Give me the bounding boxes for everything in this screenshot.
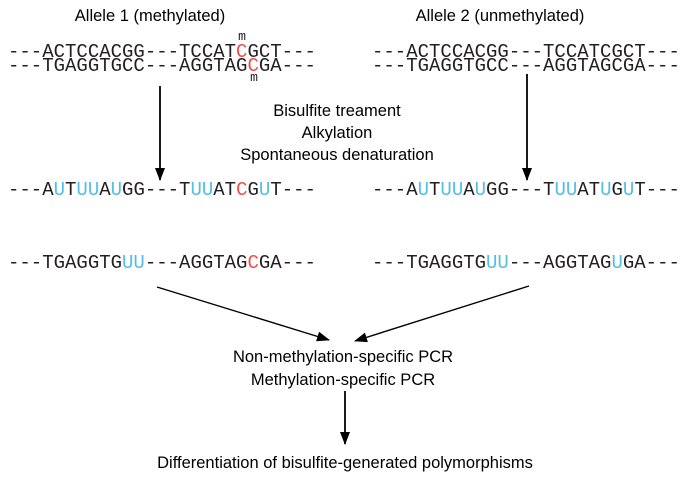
arrow-allele1-to-pcr-icon (156, 286, 330, 342)
base-text: ---AGGTAG (144, 252, 248, 274)
blue-base-text: UU (554, 179, 578, 201)
blue-base-text: UU (76, 179, 100, 201)
base-text: A (99, 179, 111, 201)
allele1-title: Allele 1 (methylated) (74, 7, 226, 25)
base-text: ---ACTCCACGG---TCCATCGCT--- (372, 41, 680, 63)
blue-base-text: U (622, 179, 635, 201)
blue-base-text: UU (122, 252, 145, 274)
base-text: T (65, 179, 77, 201)
base-text: ---TGAGGTG (372, 252, 487, 274)
arrow-allele2-to-pcr-icon (354, 285, 530, 343)
base-text: A (463, 179, 475, 201)
base-text: ---ACTCCACGG---TCCAT (8, 41, 237, 63)
treatment-steps: Bisulfite treament Alkylation Spontaneou… (240, 100, 434, 166)
blue-base-text: U (474, 179, 487, 201)
base-text: GA--- (622, 252, 680, 274)
pcr-step-non-methylation: Non-methylation-specific PCR (232, 348, 454, 366)
base-text: ---TGAGGTGCC---AGGTAGCGA--- (372, 55, 680, 77)
base-text: T--- (270, 179, 316, 201)
base-text: GA--- (258, 252, 316, 274)
base-text: ---AGGTAG (508, 252, 612, 274)
methylation-mark-bottom: m (250, 70, 258, 85)
blue-base-text: UU (486, 252, 509, 274)
base-text: G (247, 179, 259, 201)
base-text: T (429, 179, 441, 201)
blue-base-text: U (611, 252, 623, 274)
blue-base-text: U (417, 179, 430, 201)
methylation-mark-top: m (238, 29, 246, 44)
blue-base-text: UU (190, 179, 214, 201)
allele2-converted-bottom-strand: ---TGAGGTGUU---AGGTAGUGA--- (372, 254, 680, 273)
treatment-step-bisulfite: Bisulfite treament (273, 102, 401, 120)
blue-base-text: U (258, 179, 271, 201)
allele2-bottom-strand: ---TGAGGTGCC---AGGTAGCGA--- (372, 57, 680, 76)
allele1-bottom-strand: ---TGAGGTGCC---AGGTAGCGA--- (8, 57, 316, 76)
pcr-step-methylation: Methylation-specific PCR (250, 371, 436, 389)
allele2-top-strand: ---ACTCCACGG---TCCATCGCT--- (372, 43, 680, 62)
blue-base-text: UU (440, 179, 464, 201)
base-text: ---A (8, 179, 54, 201)
base-text: T--- (634, 179, 680, 201)
allele2-title: Allele 2 (unmethylated) (415, 7, 585, 25)
red-base-text: C (236, 41, 248, 63)
base-text: ---TGAGGTGCC---AGGTAG (8, 55, 248, 77)
allele1-converted-top-strand: ---AUTUUAUGG---TUUATCGUT--- (8, 181, 316, 200)
red-base-text: C (247, 252, 259, 274)
base-text: GG---T (486, 179, 555, 201)
base-text: ---TGAGGTG (8, 252, 123, 274)
blue-base-text: U (600, 179, 612, 201)
base-text: AT (577, 179, 601, 201)
allele1-top-strand: ---ACTCCACGG---TCCATCGCT--- (8, 43, 316, 62)
treatment-step-alkylation: Alkylation (301, 124, 373, 142)
allele2-converted-top-strand: ---AUTUUAUGG---TUUATUGUT--- (372, 181, 680, 200)
result-label: Differentiation of bisulfite-generated p… (157, 454, 533, 472)
red-base-text: C (247, 55, 259, 77)
base-text: G (611, 179, 623, 201)
pcr-steps: Non-methylation-specific PCR Methylation… (233, 346, 453, 392)
allele1-converted-bottom-strand: ---TGAGGTGUU---AGGTAGCGA--- (8, 254, 316, 273)
red-base-text: C (236, 179, 248, 201)
base-text: ---A (372, 179, 418, 201)
blue-base-text: U (53, 179, 66, 201)
base-text: AT (213, 179, 237, 201)
treatment-step-denaturation: Spontaneous denaturation (240, 146, 434, 164)
blue-base-text: U (110, 179, 123, 201)
base-text: GG---T (122, 179, 191, 201)
base-text: GA--- (258, 55, 316, 77)
base-text: GCT--- (247, 41, 316, 63)
